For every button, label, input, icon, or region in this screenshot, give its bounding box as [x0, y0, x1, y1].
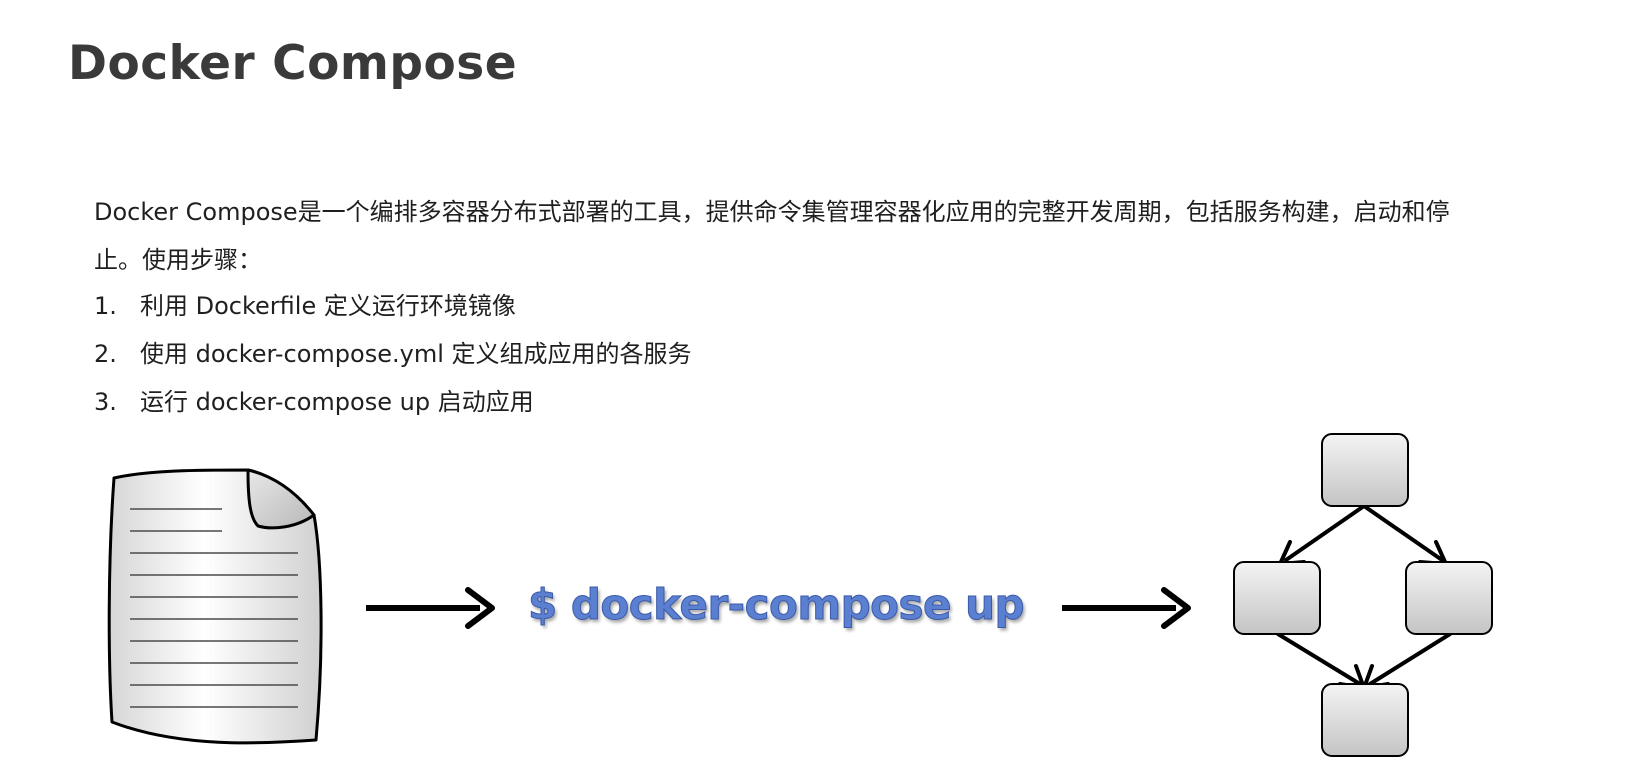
arrow-right-icon: [366, 587, 495, 629]
step-text: 使用 docker-compose.yml 定义组成应用的各服务: [140, 340, 692, 368]
document-icon: [107, 468, 323, 745]
service-node: [1321, 683, 1409, 757]
step-item: 3. 运行 docker-compose up 启动应用: [94, 378, 692, 426]
intro-text: Docker Compose是一个编排多容器分布式部署的工具，提供命令集管理容器…: [94, 198, 1450, 274]
step-item: 1. 利用 Dockerfile 定义运行环境镜像: [94, 282, 692, 330]
steps-list: 1. 利用 Dockerfile 定义运行环境镜像 2. 使用 docker-c…: [94, 282, 692, 426]
service-node: [1321, 433, 1409, 507]
step-item: 2. 使用 docker-compose.yml 定义组成应用的各服务: [94, 330, 692, 378]
service-graph-icon: [1233, 433, 1493, 757]
step-text: 运行 docker-compose up 启动应用: [140, 388, 534, 416]
service-node: [1233, 561, 1321, 635]
slide-title: Docker Compose: [68, 36, 518, 91]
service-node: [1405, 561, 1493, 635]
step-text: 利用 Dockerfile 定义运行环境镜像: [140, 292, 516, 320]
step-number: 3.: [94, 388, 117, 416]
intro-paragraph: Docker Compose是一个编排多容器分布式部署的工具，提供命令集管理容器…: [94, 188, 1494, 284]
step-number: 1.: [94, 292, 117, 320]
arrow-right-icon: [1062, 587, 1191, 629]
command-text: $ docker-compose up: [527, 580, 1025, 630]
step-number: 2.: [94, 340, 117, 368]
